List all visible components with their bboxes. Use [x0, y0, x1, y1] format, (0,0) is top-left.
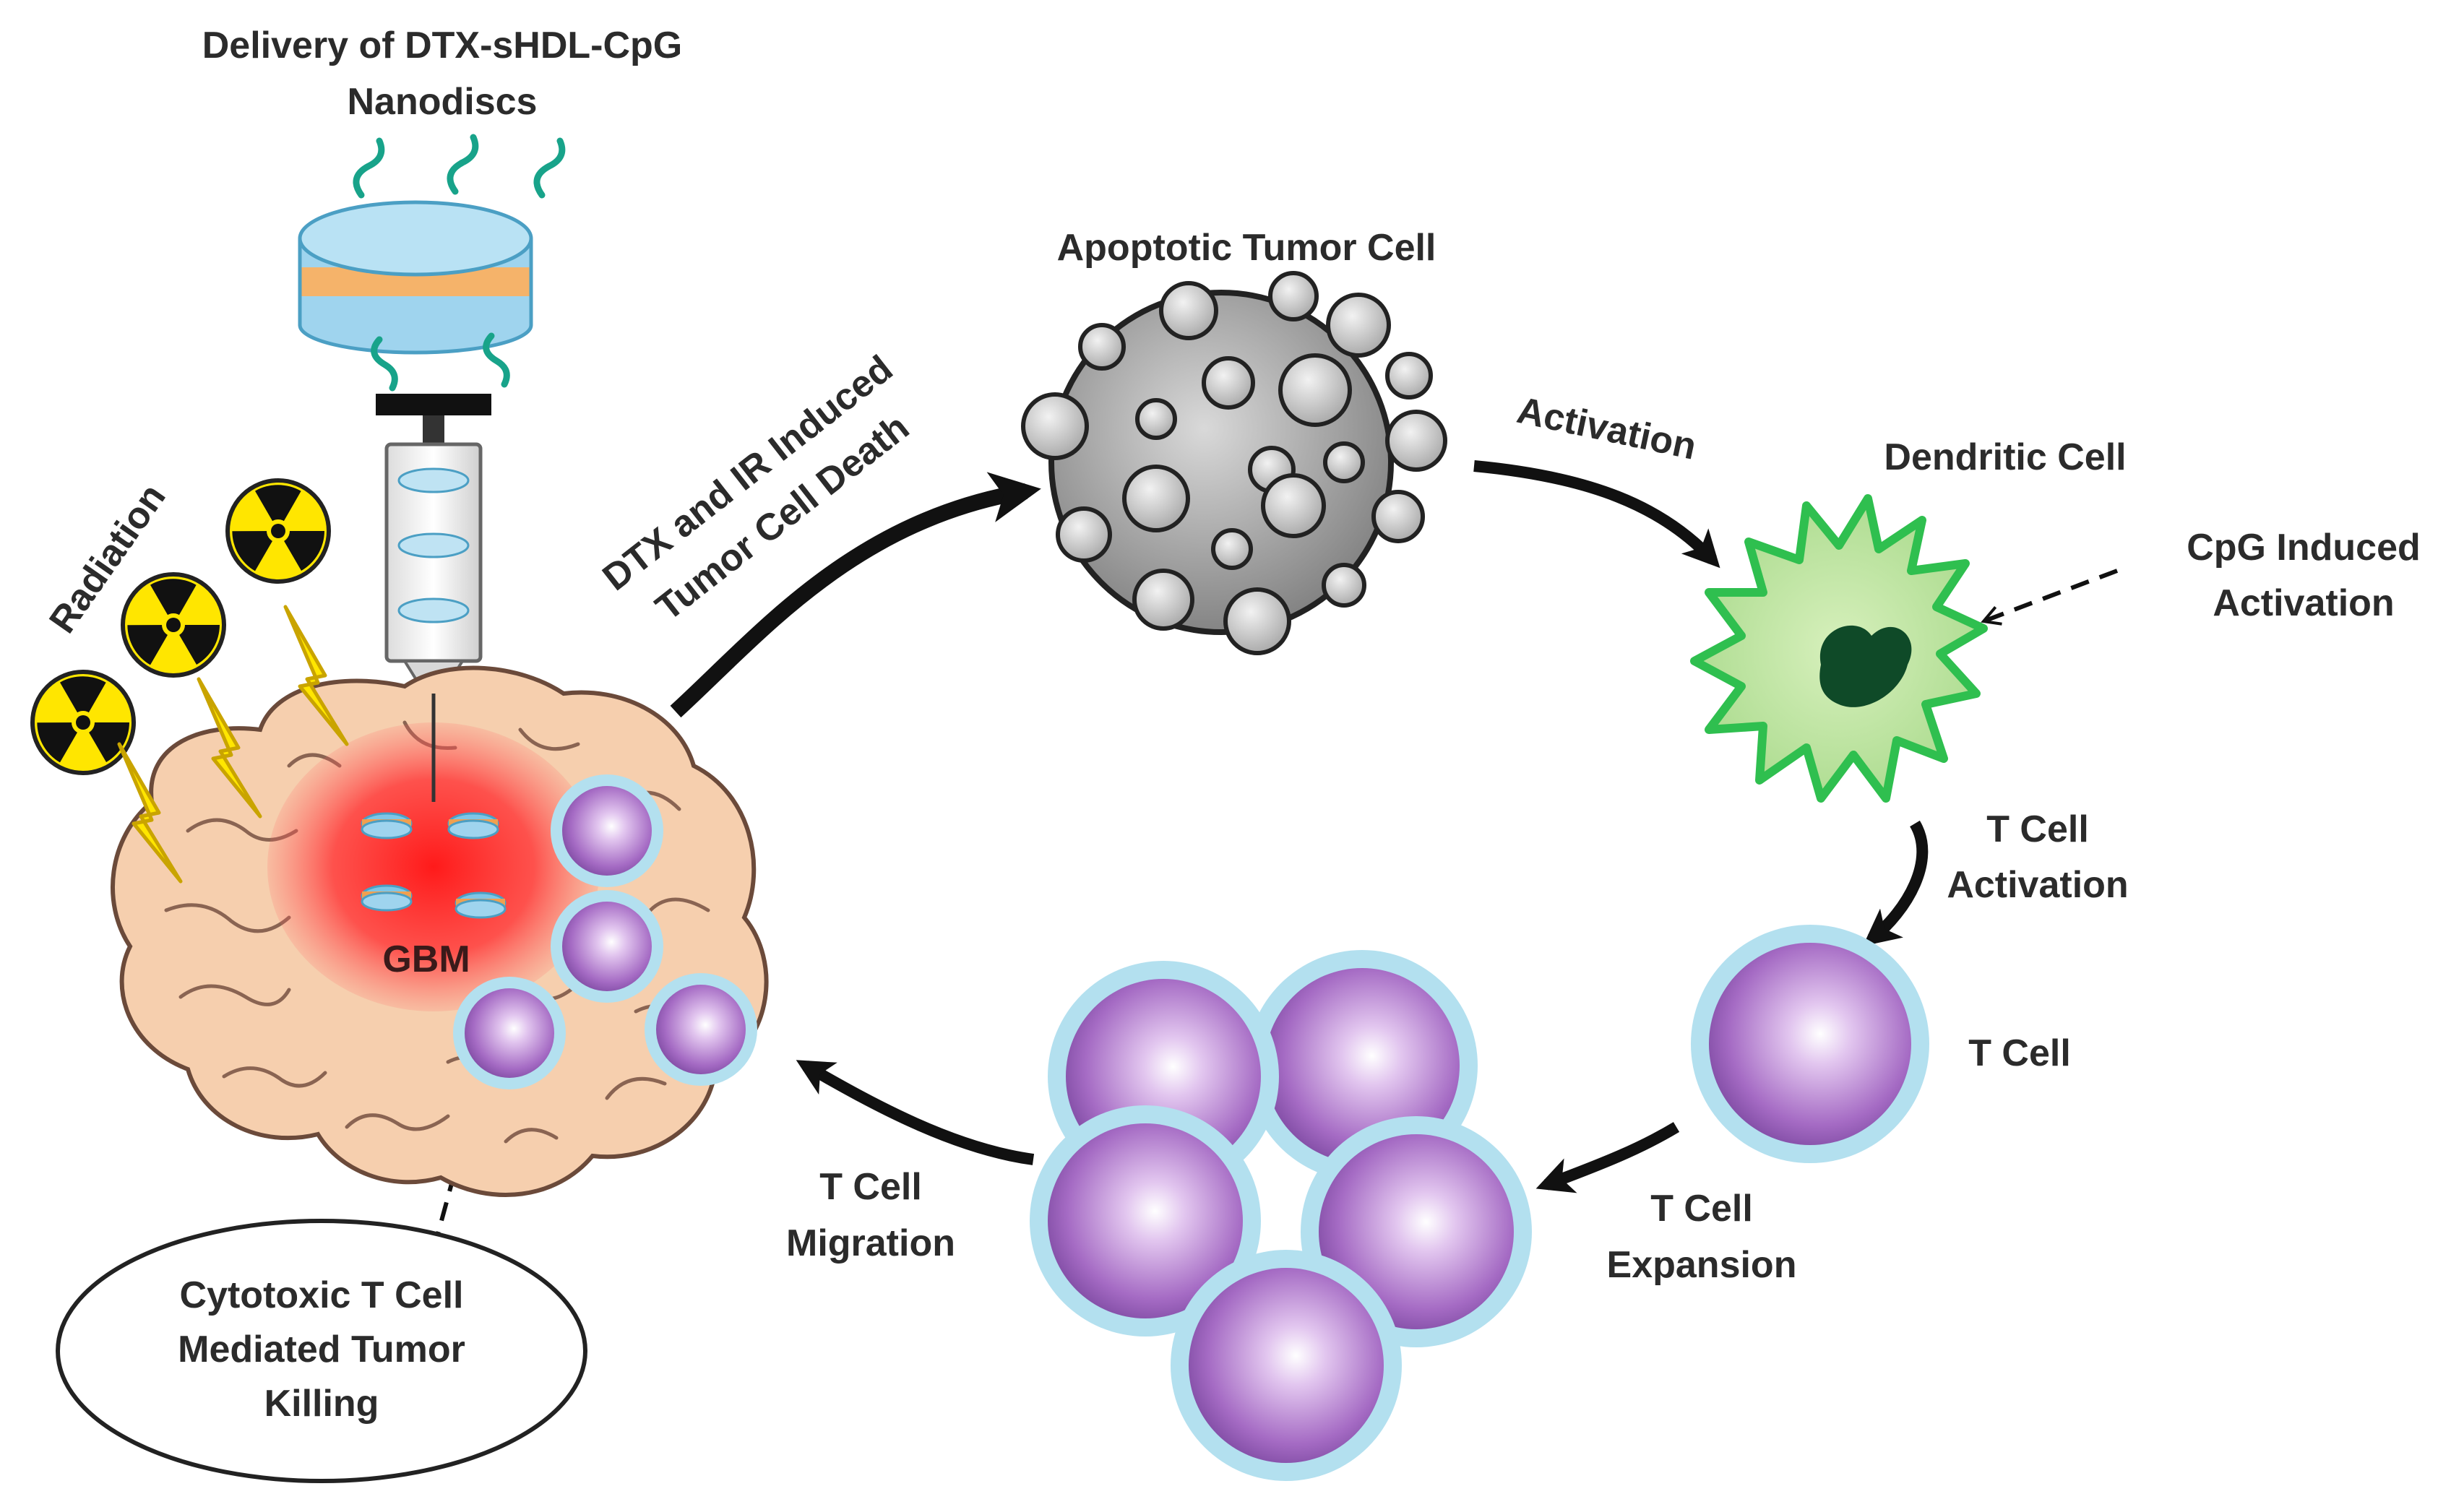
dendritic-cell-icon [1690, 494, 1988, 803]
radiation-hazard-icon [25, 662, 134, 773]
gbm-tumor [267, 722, 600, 1011]
arrow-migration [796, 1060, 1035, 1165]
tcell-in-brain-icon [453, 977, 566, 1089]
apoptotic-label: Apoptotic Tumor Cell [1057, 227, 1436, 269]
arrow-cpg-activation [1981, 569, 2119, 626]
arrow-expansion [1535, 1122, 1680, 1193]
arrow-death-to-apoptotic [670, 472, 1041, 718]
dendritic-nucleus [1819, 625, 1912, 707]
nanodisc-in-tumor-icon [361, 884, 413, 912]
tcell-in-brain-icon [551, 774, 663, 887]
tcell-activation-label-line2: Activation [1947, 864, 2128, 906]
tcell-cluster-icon [1030, 950, 1532, 1481]
dendritic-label: Dendritic Cell [1884, 436, 2126, 478]
syringe-icon [376, 394, 491, 695]
tcell-icon [1691, 925, 1929, 1163]
tcell-activation-label-line1: T Cell [1986, 808, 2089, 850]
expansion-label-line1: T Cell [1650, 1188, 1753, 1230]
tcell-in-brain-icon [551, 890, 663, 1003]
arrow-tcell-activation [1863, 820, 1929, 946]
nanodisc-in-tumor-icon [361, 812, 413, 839]
cpg-label-line2: Activation [2213, 582, 2394, 624]
nanodisc-in-tumor-icon [455, 891, 507, 919]
killing-label-line3: Killing [264, 1383, 379, 1425]
nanodisc-icon [298, 134, 566, 392]
radiation-hazard-icon [220, 471, 329, 582]
expansion-label-line2: Expansion [1607, 1244, 1797, 1286]
delivery-title-line2: Nanodiscs [348, 81, 538, 123]
radiation-hazard-icon [116, 565, 224, 675]
apoptotic-tumor-cell-icon [1021, 271, 1447, 655]
arrow-activation [1473, 460, 1720, 569]
nanodisc-in-tumor-icon [447, 812, 499, 839]
gbm-label: GBM [382, 938, 470, 980]
migration-label-line2: Migration [786, 1222, 955, 1264]
tcell-in-brain-icon [645, 973, 757, 1086]
tcell-label: T Cell [1968, 1032, 2071, 1074]
activation-label: Activation [1514, 389, 1700, 468]
delivery-title-line1: Delivery of DTX-sHDL-CpG [202, 25, 683, 66]
killing-label-line2: Mediated Tumor [178, 1329, 465, 1370]
migration-label-line1: T Cell [819, 1166, 922, 1208]
killing-label-line1: Cytotoxic T Cell [180, 1274, 464, 1316]
cpg-label-line1: CpG Induced [2187, 527, 2421, 569]
killing-callout [56, 1219, 587, 1483]
